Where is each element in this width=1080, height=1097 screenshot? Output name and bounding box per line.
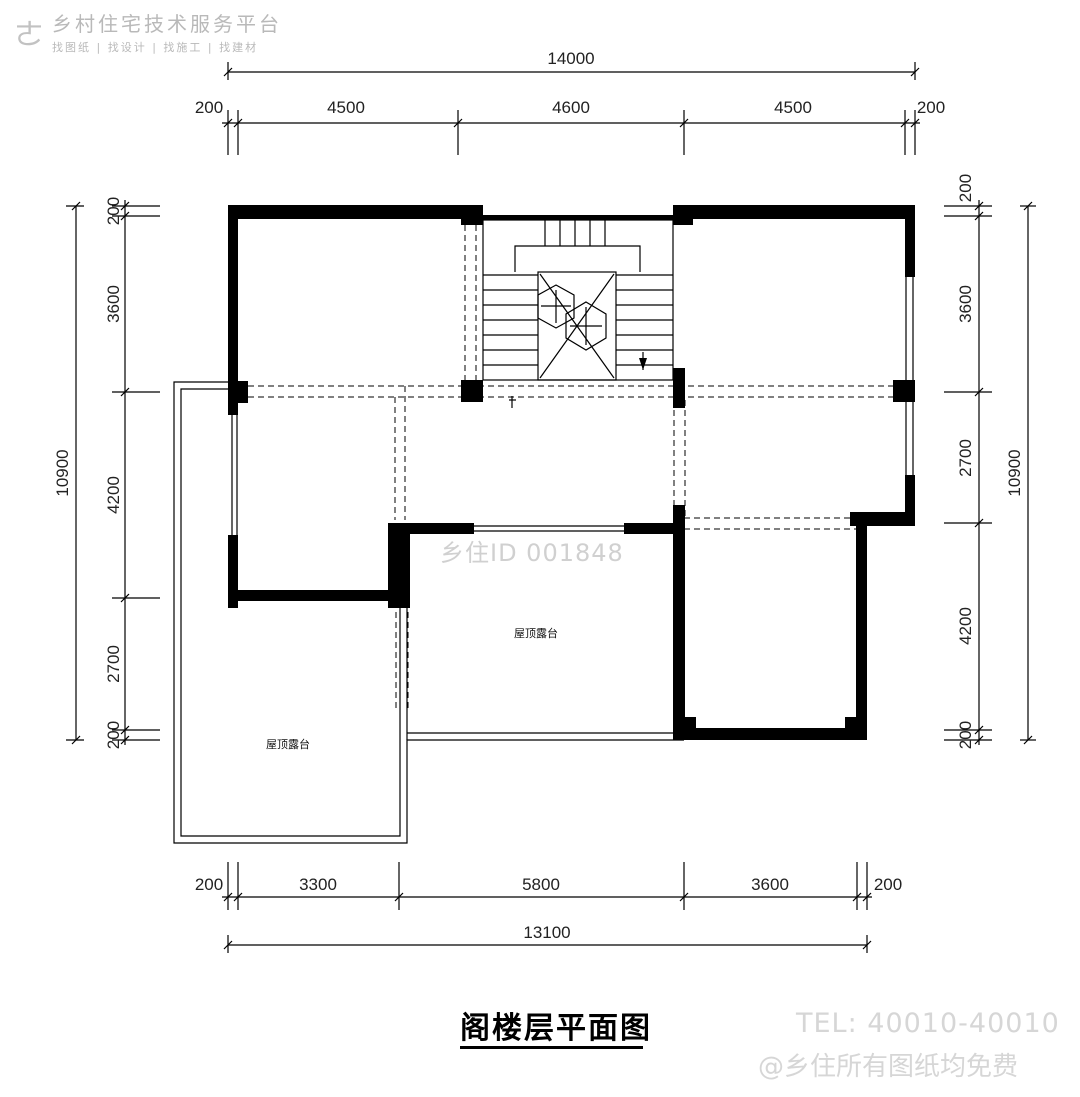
bottom-dim-3: 5800 — [522, 875, 560, 894]
drawing-id-watermark: 乡住ID 001848 — [440, 539, 624, 567]
dashed-beams — [238, 225, 905, 710]
left-dim-2: 3600 — [104, 285, 123, 323]
platform-slogan: 找图纸 | 找设计 | 找施工 | 找建材 — [52, 41, 259, 54]
room-label-left-terrace: 屋顶露台 — [266, 738, 310, 751]
right-dim-4: 4200 — [956, 607, 975, 645]
left-dimension-lines — [66, 200, 160, 745]
top-dimension-lines — [222, 62, 920, 155]
bottom-total-dimension: 13100 — [523, 923, 570, 942]
top-dim-1: 200 — [195, 98, 223, 117]
room-label-center-terrace: 屋顶露台 — [514, 627, 558, 640]
right-dim-3: 2700 — [956, 439, 975, 477]
top-dim-2: 4500 — [327, 98, 365, 117]
bottom-dim-1: 200 — [195, 875, 223, 894]
plan-title: 阁楼层平面图 — [460, 1011, 652, 1046]
bottom-dimension-lines — [222, 862, 872, 953]
walls — [228, 205, 915, 740]
right-dim-2: 3600 — [956, 285, 975, 323]
title-underline — [460, 1046, 643, 1049]
top-dim-3: 4600 — [552, 98, 590, 117]
top-dim-4: 4500 — [774, 98, 812, 117]
left-dim-5: 200 — [104, 721, 123, 749]
platform-logo-icon: ㄜ — [14, 17, 44, 53]
top-dim-5: 200 — [917, 98, 945, 117]
right-dim-5: 200 — [956, 721, 975, 749]
bottom-dim-4: 3600 — [751, 875, 789, 894]
bottom-dim-2: 3300 — [299, 875, 337, 894]
platform-name: 乡村住宅技术服务平台 — [52, 12, 282, 36]
left-dim-4: 2700 — [104, 645, 123, 683]
terrace-outlines — [173, 381, 684, 844]
bottom-dim-5: 200 — [874, 875, 902, 894]
staircase — [482, 219, 674, 408]
windows — [231, 277, 914, 690]
top-total-dimension: 14000 — [547, 49, 594, 68]
left-total-dimension: 10900 — [53, 449, 72, 496]
left-dim-3: 4200 — [104, 476, 123, 514]
free-notice-watermark: @乡住所有图纸均免费 — [758, 1052, 1019, 1082]
right-dimension-lines — [944, 200, 1036, 745]
right-total-dimension: 10900 — [1005, 449, 1024, 496]
platform-watermark: ㄜ 乡村住宅技术服务平台 找图纸 | 找设计 | 找施工 | 找建材 — [14, 8, 282, 55]
tel-watermark: TEL: 40010-40010 — [796, 1008, 1060, 1039]
left-dim-1: 200 — [104, 197, 123, 225]
right-dim-1: 200 — [956, 174, 975, 202]
